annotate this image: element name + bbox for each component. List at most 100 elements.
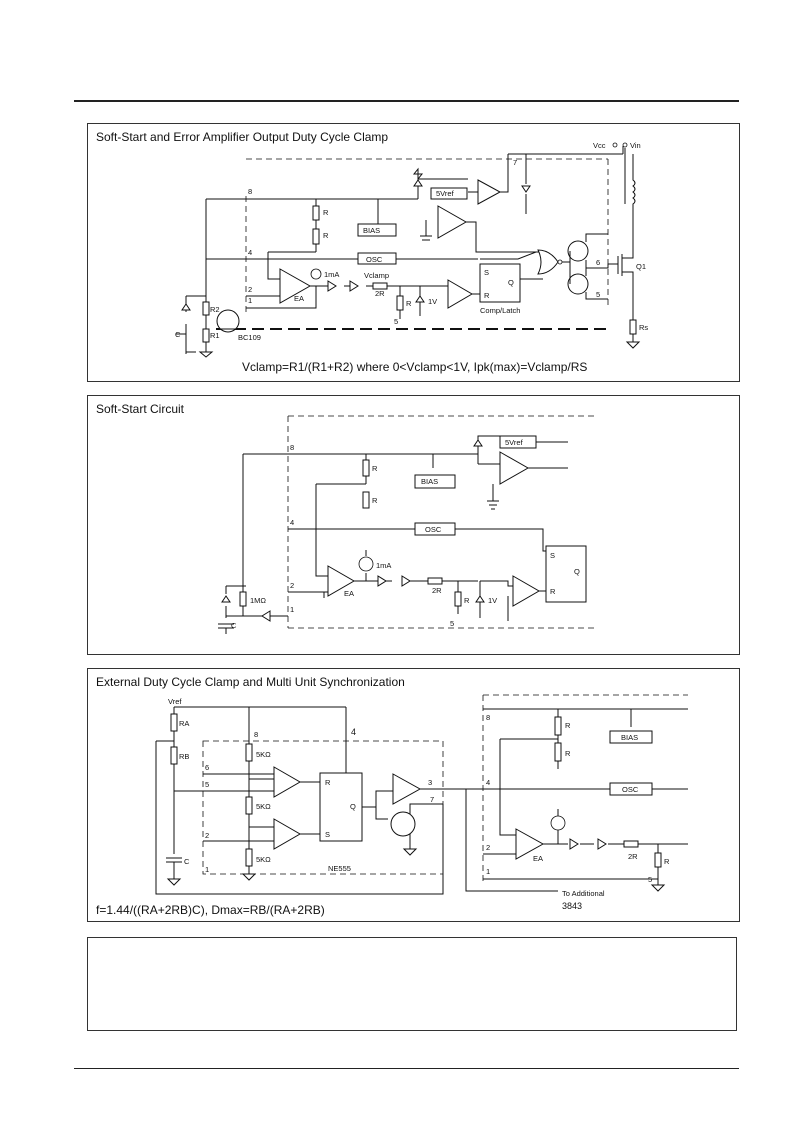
diode-ext: [261, 610, 271, 622]
vref-label: 5Vref: [505, 438, 524, 447]
clamp-wires: [387, 285, 458, 319]
current-source: [550, 815, 566, 831]
schematic-soft-start-clamp: BIAS 5Vref Vcc Vin 7 OSC 8 4 2 1 EA 1mA …: [175, 141, 648, 358]
zener-1v: [415, 295, 425, 303]
trigger-comparator: [273, 818, 302, 850]
rr-label: R: [550, 587, 556, 596]
zener-ext: [181, 303, 191, 311]
vref-rail: [206, 178, 468, 253]
bias-label: BIAS: [363, 226, 380, 235]
s-label: S: [550, 551, 555, 560]
vcc-wire: [507, 146, 624, 214]
soft-start-ext: [225, 454, 288, 618]
current-source: [358, 556, 374, 572]
zener-1v: [475, 595, 485, 603]
panel-title: External Duty Cycle Clamp and Multi Unit…: [96, 675, 405, 689]
schematic-soft-start: R R BIAS 5Vref OSC S Q R EA 1mA 2R R 1V: [218, 415, 598, 634]
empty-note-box: [87, 937, 737, 1031]
zener-diode: [473, 439, 483, 447]
resistor-ra: [170, 713, 178, 732]
q1-label: Q1: [636, 262, 646, 271]
pin1-label: 1: [290, 605, 294, 614]
bias-label: BIAS: [621, 733, 638, 742]
vcc-terminal: [612, 142, 618, 148]
ic-boundary: [245, 158, 609, 316]
comp-opamp: [437, 205, 468, 239]
mosfet-q1: [617, 214, 634, 334]
part-label: 3843: [562, 901, 582, 911]
vref-rail: [155, 706, 444, 895]
rr-label: R: [484, 291, 490, 300]
pin8-label: 8: [290, 443, 294, 452]
zener-diode: [413, 179, 423, 187]
osc-box: [357, 252, 397, 265]
pin5-label: 5: [596, 290, 600, 299]
n8-label: 8: [254, 730, 258, 739]
n4-label: 4: [351, 727, 356, 737]
pin5b-label: 5: [394, 317, 398, 326]
comp-wires: [203, 773, 320, 842]
bias-box: [609, 730, 653, 744]
vref-label: Vref: [168, 697, 182, 706]
vclamp-label: Vclamp: [364, 271, 389, 280]
gnd-3843: [650, 879, 666, 892]
resistor-5k-1: [245, 743, 253, 762]
r-label-c: R: [664, 857, 670, 866]
header-rule: [74, 100, 739, 102]
n2-label: 2: [205, 831, 209, 840]
n3-label: 3: [428, 778, 432, 787]
rs-label: Rs: [639, 323, 648, 332]
rb-label: RB: [179, 752, 189, 761]
ma-label: 1mA: [376, 561, 391, 570]
vref-opamp: [499, 451, 530, 485]
sync-out: [465, 788, 688, 892]
q-label: Q: [350, 802, 356, 811]
comp-wire: [420, 220, 543, 253]
pin5-label: 5: [450, 619, 454, 628]
footer-rule: [74, 1068, 739, 1069]
r-label-c: R: [464, 596, 470, 605]
ma-label: 1mA: [324, 270, 339, 279]
r2-label: R2: [210, 305, 220, 314]
error-amplifier: [515, 828, 545, 860]
resistor-2r: [623, 840, 639, 848]
pin6-label: 6: [596, 258, 600, 267]
pin8-label: 8: [248, 187, 252, 196]
rs-ground: [625, 334, 641, 349]
twor-label: 2R: [432, 586, 442, 595]
osc-label: OSC: [425, 525, 442, 534]
diode-1: [327, 280, 337, 292]
to-additional-label: To Additional: [562, 889, 605, 898]
n5-label: 5: [205, 780, 209, 789]
k3-label: 5KΩ: [256, 855, 271, 864]
ea-wires: [246, 252, 383, 309]
schematic-external-clamp: Vref RA RB C NE555 5KΩ 5KΩ 5KΩ R S Q 4 8…: [155, 694, 688, 911]
twor-label: 2R: [375, 289, 385, 298]
pwm-comparator: [512, 575, 541, 607]
ra-label: RA: [179, 719, 189, 728]
s-label: S: [325, 830, 330, 839]
nor-gate: [537, 249, 559, 275]
resistor: [554, 716, 562, 736]
c-label: C: [231, 621, 237, 630]
ne555-label: NE555: [328, 864, 351, 873]
error-amplifier: [279, 268, 312, 304]
mohm-label: 1MΩ: [250, 596, 266, 605]
vref-3843: [483, 708, 688, 769]
vref-out: [478, 441, 568, 510]
transistor-upper: [567, 240, 589, 262]
gate-bubble: [557, 259, 563, 265]
k1-label: 5KΩ: [256, 750, 271, 759]
cap-ground: [218, 623, 234, 634]
current-comparator: [447, 279, 473, 309]
p8-label: 8: [486, 713, 490, 722]
s-label: S: [484, 268, 489, 277]
soft-start-ext: [176, 199, 207, 354]
diode-1: [569, 838, 579, 850]
twor-label: 2R: [628, 852, 638, 861]
pin2-label: 2: [248, 285, 252, 294]
resistor-rs: [629, 319, 637, 335]
cap-c: [166, 857, 182, 886]
panel-soft-start-circuit: Soft-Start Circuit R R BIAS 5Vref OSC S …: [87, 395, 740, 655]
resistor-1mohm: [239, 591, 247, 607]
